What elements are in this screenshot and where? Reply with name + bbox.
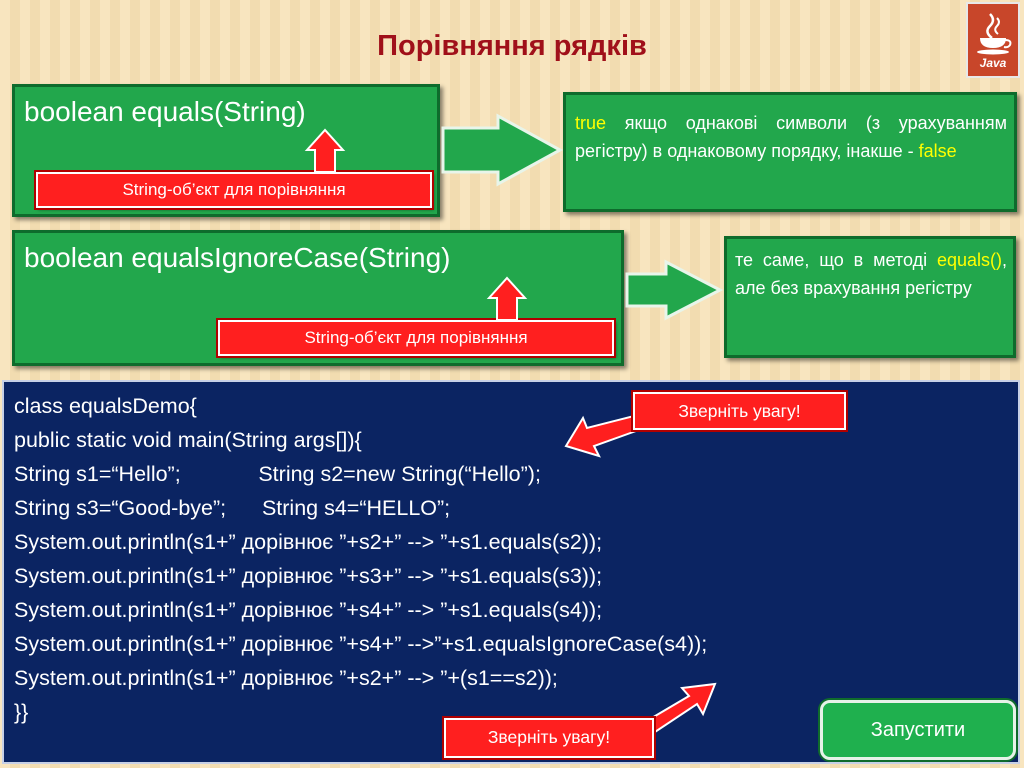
- equals-method-reference: equals(): [936, 250, 1002, 270]
- arrow-pointer-icon: [643, 682, 717, 734]
- arrow-right-icon: [625, 259, 724, 321]
- code-line: System.out.println(s1+” дорівнює ”+s4+” …: [14, 598, 603, 622]
- code-line: class equalsDemo{: [14, 394, 197, 418]
- equalsignorecase-description-tail: , але без врахування регістру: [735, 250, 1007, 298]
- equals-signature: boolean equals(String): [24, 96, 306, 127]
- code-line: System.out.println(s1+” дорівнює ”+s4+” …: [14, 632, 708, 656]
- code-line: String s1=“Hello”; String s2=new String(…: [14, 462, 541, 486]
- equalsignorecase-param-label: String-об’єкт для порівняння: [216, 318, 616, 358]
- attention-note-top: Зверніть увагу!: [631, 390, 848, 432]
- code-line: System.out.println(s1+” дорівнює ”+s2+” …: [14, 666, 558, 690]
- java-logo: Java: [966, 2, 1020, 78]
- equals-param-label: String-об’єкт для порівняння: [34, 170, 434, 210]
- arrow-up-icon: [486, 276, 528, 321]
- page-title: Порівняння рядків: [377, 30, 647, 62]
- false-keyword: false: [918, 141, 957, 161]
- arrow-right-icon: [441, 113, 564, 187]
- code-line: }}: [14, 700, 29, 724]
- java-logo-text: Java: [979, 56, 1007, 70]
- coffee-cup-icon: [977, 13, 1012, 55]
- code-line: System.out.println(s1+” дорівнює ”+s2+” …: [14, 530, 603, 554]
- code-line: String s3=“Good-bye”; String s4=“HELLO”;: [14, 496, 451, 520]
- arrow-up-icon: [304, 128, 346, 173]
- code-line: public static void main(String args[]){: [14, 428, 362, 452]
- equalsignorecase-description: те саме, що в методі equals(), але без в…: [726, 246, 1016, 302]
- attention-note-bottom: Зверніть увагу!: [442, 716, 656, 760]
- equals-description-box: [563, 92, 1017, 212]
- true-keyword: true: [575, 113, 607, 133]
- equalsignorecase-description-box: [724, 236, 1016, 358]
- run-button[interactable]: Запустити: [820, 700, 1016, 760]
- equalsignorecase-signature: boolean equalsIgnoreCase(String): [24, 242, 451, 273]
- equalsignorecase-description-text: те саме, що в методі: [735, 250, 937, 270]
- equals-description: true якщо однакові символи (з урахування…: [566, 109, 1016, 165]
- equals-description-text: якщо однакові символи (з урахуванням рег…: [575, 113, 1007, 161]
- code-line: System.out.println(s1+” дорівнює ”+s3+” …: [14, 564, 603, 588]
